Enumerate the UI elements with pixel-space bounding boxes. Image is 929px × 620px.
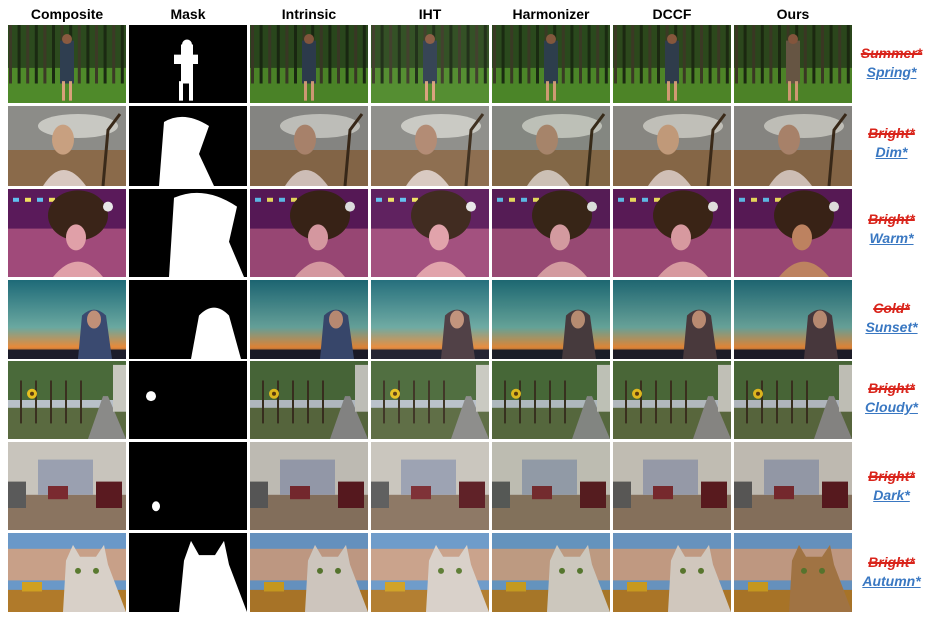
row-4-mask-image bbox=[129, 280, 247, 359]
row-6-to-label: Dark* bbox=[873, 487, 910, 503]
row-2-ours-image bbox=[734, 106, 852, 186]
row-3-to-label: Warm* bbox=[869, 230, 914, 246]
row-4-harmonizer-image bbox=[492, 280, 610, 359]
row-3-mask-image bbox=[129, 189, 247, 277]
row-7-mask-image bbox=[129, 533, 247, 612]
row-6-ours-image bbox=[734, 442, 852, 530]
row-1-composite-image bbox=[8, 25, 126, 103]
row-3-dccf-image bbox=[613, 189, 731, 277]
row-3-harmonizer-image bbox=[492, 189, 610, 277]
row-1-to-label: Spring* bbox=[866, 64, 917, 80]
column-header-intrinsic: Intrinsic bbox=[281, 6, 337, 22]
column-header-harmonizer: Harmonizer bbox=[512, 6, 590, 22]
row-6-composite-image bbox=[8, 442, 126, 530]
row-6-intrinsic-image bbox=[250, 442, 368, 530]
row-1-harmonizer-image bbox=[492, 25, 610, 103]
row-6-mask-image bbox=[129, 442, 247, 530]
row-5-to-label: Cloudy* bbox=[865, 399, 918, 415]
row-7-iht-image bbox=[371, 533, 489, 612]
row-2-mask-image bbox=[129, 106, 247, 186]
row-7-to-label: Autumn* bbox=[862, 573, 921, 589]
row-5-iht-image bbox=[371, 361, 489, 439]
row-1-intrinsic-image bbox=[250, 25, 368, 103]
row-4-composite-image bbox=[8, 280, 126, 359]
row-5-dccf-image bbox=[613, 361, 731, 439]
row-2-iht-image bbox=[371, 106, 489, 186]
row-3-composite-image bbox=[8, 189, 126, 277]
row-4-intrinsic-image bbox=[250, 280, 368, 359]
row-3-intrinsic-image bbox=[250, 189, 368, 277]
row-2-harmonizer-image bbox=[492, 106, 610, 186]
column-header-dccf: DCCF bbox=[652, 6, 692, 22]
row-2-from-label: Bright* bbox=[868, 125, 915, 141]
row-5-composite-image bbox=[8, 361, 126, 439]
row-1-from-label: Summer* bbox=[860, 45, 923, 61]
column-header-ours: Ours bbox=[776, 6, 810, 22]
row-4-iht-image bbox=[371, 280, 489, 359]
row-6-dccf-image bbox=[613, 442, 731, 530]
row-4-ours-image bbox=[734, 280, 852, 359]
row-2-dccf-image bbox=[613, 106, 731, 186]
row-7-from-label: Bright* bbox=[868, 554, 915, 570]
row-4-from-label: Cold* bbox=[873, 300, 910, 316]
column-header-iht: IHT bbox=[418, 6, 442, 22]
row-5-harmonizer-image bbox=[492, 361, 610, 439]
row-7-dccf-image bbox=[613, 533, 731, 612]
column-header-mask: Mask bbox=[170, 6, 206, 22]
column-header-composite: Composite bbox=[30, 6, 104, 22]
row-3-from-label: Bright* bbox=[868, 211, 915, 227]
row-5-intrinsic-image bbox=[250, 361, 368, 439]
row-7-intrinsic-image bbox=[250, 533, 368, 612]
row-3-iht-image bbox=[371, 189, 489, 277]
row-7-ours-image bbox=[734, 533, 852, 612]
row-6-iht-image bbox=[371, 442, 489, 530]
row-1-ours-image bbox=[734, 25, 852, 103]
row-6-harmonizer-image bbox=[492, 442, 610, 530]
row-4-dccf-image bbox=[613, 280, 731, 359]
row-2-composite-image bbox=[8, 106, 126, 186]
row-5-from-label: Bright* bbox=[868, 380, 915, 396]
row-4-to-label: Sunset* bbox=[865, 319, 918, 335]
row-3-ours-image bbox=[734, 189, 852, 277]
row-2-to-label: Dim* bbox=[875, 144, 908, 160]
row-1-dccf-image bbox=[613, 25, 731, 103]
row-5-mask-image bbox=[129, 361, 247, 439]
row-5-ours-image bbox=[734, 361, 852, 439]
row-7-harmonizer-image bbox=[492, 533, 610, 612]
row-1-mask-image bbox=[129, 25, 247, 103]
row-1-iht-image bbox=[371, 25, 489, 103]
row-6-from-label: Bright* bbox=[868, 468, 915, 484]
row-2-intrinsic-image bbox=[250, 106, 368, 186]
row-7-composite-image bbox=[8, 533, 126, 612]
